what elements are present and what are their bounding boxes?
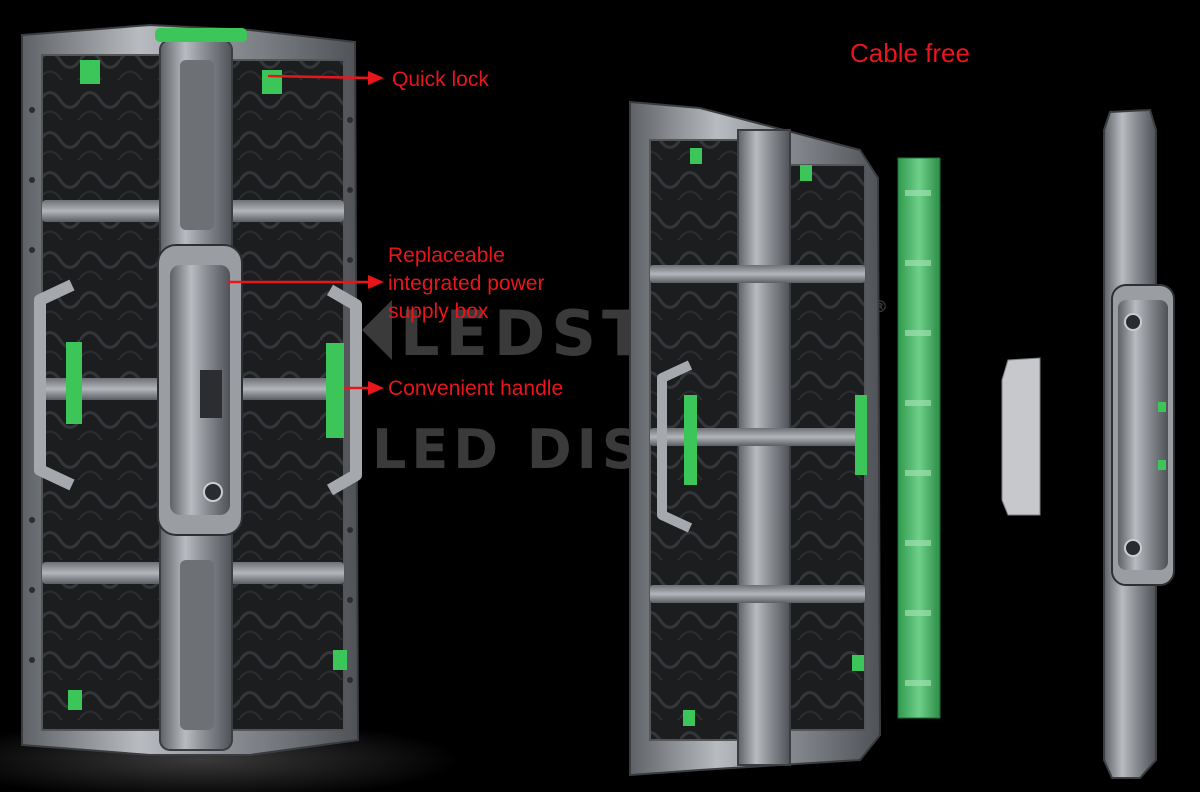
callout-arrows — [228, 71, 384, 395]
callout-power-box-line1: Replaceable — [388, 244, 505, 267]
cabinet-exploded-view — [629, 100, 1175, 779]
handle-right — [327, 284, 362, 496]
callout-power-box-line2: integrated power — [388, 272, 545, 295]
callout-power-box-line3: supply box — [388, 300, 489, 323]
callout-quick-lock: Quick lock — [392, 68, 489, 91]
handle-grip-left — [66, 342, 82, 424]
cabinet-front-view — [21, 23, 362, 756]
pcb-board — [897, 157, 941, 719]
quick-lock — [333, 650, 347, 670]
quick-lock — [262, 70, 282, 94]
handle-grip-right — [326, 343, 344, 438]
arrowhead-power-box — [368, 275, 384, 289]
top-latch — [155, 28, 247, 42]
arrowhead-handle — [368, 381, 384, 395]
connector-block — [1001, 357, 1041, 516]
callout-handle: Convenient handle — [388, 377, 564, 400]
arrowhead-quick-lock — [368, 71, 384, 85]
handle-left — [34, 279, 75, 491]
arrow-quick-lock — [267, 74, 373, 80]
quick-lock — [68, 690, 82, 710]
quick-lock — [80, 60, 100, 84]
callout-cable-free: Cable free — [850, 38, 970, 68]
